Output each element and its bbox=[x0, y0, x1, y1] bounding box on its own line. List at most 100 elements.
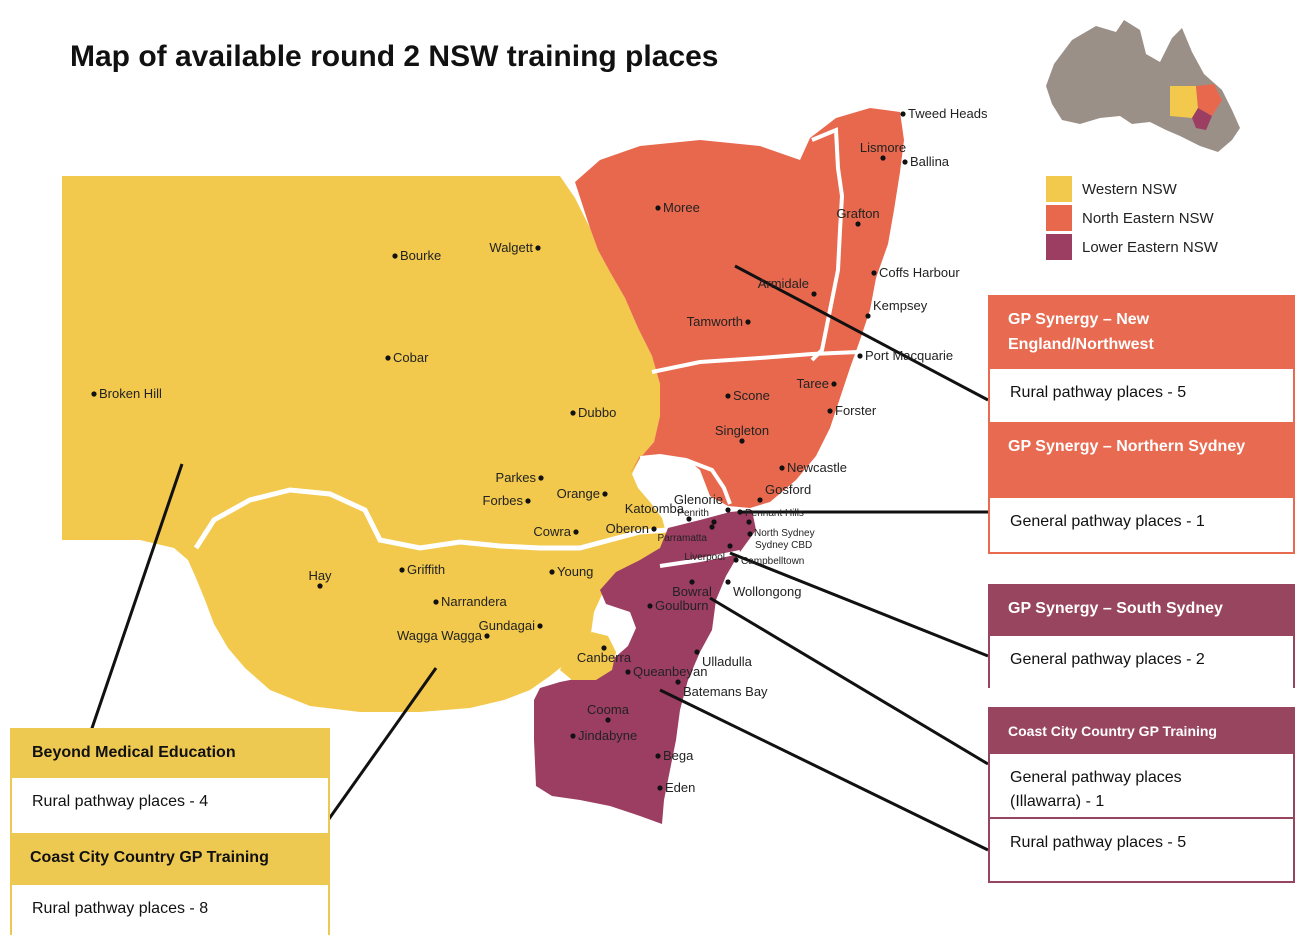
legend-label-western: Western NSW bbox=[1082, 181, 1177, 198]
place-label-cooma: Cooma bbox=[587, 702, 630, 717]
boundary-ne-sydney bbox=[639, 456, 732, 505]
box-bme: Beyond Medical Education Rural pathway p… bbox=[10, 728, 330, 833]
legend-swatch-western bbox=[1046, 176, 1072, 202]
place-dot-pennant-hills bbox=[737, 509, 743, 515]
box-cccgp-west-title: Coast City Country GP Training bbox=[10, 833, 330, 885]
page-title: Map of available round 2 NSW training pl… bbox=[70, 40, 719, 73]
place-label-gosford: Gosford bbox=[765, 482, 811, 497]
place-label-moree: Moree bbox=[663, 200, 700, 215]
place-dot-north-sydney bbox=[746, 519, 752, 525]
place-dot-jindabyne bbox=[570, 733, 576, 739]
place-label-coffs-harbour: Coffs Harbour bbox=[879, 265, 960, 280]
place-label-dubbo: Dubbo bbox=[578, 405, 616, 420]
place-dot-cowra bbox=[573, 529, 579, 535]
place-dot-goulburn bbox=[647, 603, 653, 609]
place-dot-coffs-harbour bbox=[871, 270, 877, 276]
legend-label-lower-eastern: Lower Eastern NSW bbox=[1082, 239, 1218, 256]
place-dot-sydney-cbd bbox=[747, 531, 753, 537]
place-dot-gosford bbox=[757, 497, 763, 503]
place-label-port-macquarie: Port Macquarie bbox=[865, 348, 953, 363]
australia-inset bbox=[1046, 20, 1240, 152]
place-label-forbes: Forbes bbox=[483, 493, 524, 508]
place-label-jindabyne: Jindabyne bbox=[578, 728, 637, 743]
place-dot-bowral bbox=[689, 579, 695, 585]
box-bme-title: Beyond Medical Education bbox=[10, 728, 330, 778]
act-area bbox=[560, 632, 616, 680]
region-lower-eastern-nsw bbox=[534, 510, 756, 824]
place-label-eden: Eden bbox=[665, 780, 695, 795]
place-label-ulladulla: Ulladulla bbox=[702, 654, 753, 669]
place-label-campbelltown: Campbelltown bbox=[741, 556, 804, 567]
place-dot-queanbeyan bbox=[625, 669, 631, 675]
place-dot-taree bbox=[831, 381, 837, 387]
box-gps-new-england-title: GP Synergy – New England/Northwest bbox=[988, 295, 1295, 369]
place-label-bega: Bega bbox=[663, 748, 694, 763]
place-dot-port-macquarie bbox=[857, 353, 863, 359]
australia-silhouette bbox=[1046, 20, 1240, 152]
box-gps-northern-sydney-title: GP Synergy – Northern Sydney bbox=[988, 422, 1295, 498]
box-gps-south-sydney-body: General pathway places - 2 bbox=[988, 636, 1295, 688]
place-dot-forster bbox=[827, 408, 833, 414]
place-label-kempsey: Kempsey bbox=[873, 298, 928, 313]
box-cccgp-east-title: Coast City Country GP Training bbox=[988, 707, 1295, 754]
place-dot-bega bbox=[655, 753, 661, 759]
place-dot-narrandera bbox=[433, 599, 439, 605]
place-label-katoomba: Katoomba bbox=[625, 501, 685, 516]
place-label-wollongong: Wollongong bbox=[733, 584, 801, 599]
place-dot-bourke bbox=[392, 253, 398, 259]
place-label-singleton: Singleton bbox=[715, 423, 769, 438]
place-label-bowral: Bowral bbox=[672, 584, 712, 599]
boundary-ne-hunter bbox=[651, 350, 859, 374]
place-dot-kempsey bbox=[865, 313, 871, 319]
box-gps-south-sydney-title: GP Synergy – South Sydney bbox=[988, 584, 1295, 636]
region-western-nsw bbox=[62, 176, 668, 712]
place-dot-tweed-heads bbox=[900, 111, 906, 117]
box-cccgp-west: Coast City Country GP Training Rural pat… bbox=[10, 833, 330, 935]
place-label-narrandera: Narrandera bbox=[441, 594, 508, 609]
place-label-forster: Forster bbox=[835, 403, 877, 418]
place-dot-parkes bbox=[538, 475, 544, 481]
box-cccgp-east-body-1: General pathway places (Illawarra) - 1 bbox=[988, 754, 1295, 819]
place-dot-penrith bbox=[711, 519, 717, 525]
place-label-oberon: Oberon bbox=[606, 521, 649, 536]
leader-line-cccgp-illawarra bbox=[709, 596, 989, 766]
leader-line-gps-ne bbox=[734, 264, 989, 402]
legend-swatch-lower-eastern bbox=[1046, 234, 1072, 260]
box-gps-new-england-body: Rural pathway places - 5 bbox=[988, 369, 1295, 422]
place-label-griffith: Griffith bbox=[407, 562, 445, 577]
place-dot-parramatta bbox=[709, 524, 715, 530]
leader-lines bbox=[88, 264, 989, 852]
boundary-lower-sydney bbox=[659, 550, 741, 568]
place-dot-campbelltown bbox=[733, 557, 739, 563]
box-gps-northern-sydney: GP Synergy – Northern Sydney General pat… bbox=[988, 422, 1295, 554]
place-label-canberra: Canberra bbox=[577, 650, 632, 665]
place-label-tweed-heads: Tweed Heads bbox=[908, 106, 988, 121]
place-dot-moree bbox=[655, 205, 661, 211]
place-dot-singleton bbox=[739, 438, 745, 444]
place-label-armidale: Armidale bbox=[758, 276, 809, 291]
place-label-parkes: Parkes bbox=[496, 470, 537, 485]
leader-line-gps-ss bbox=[729, 551, 989, 658]
box-bme-body: Rural pathway places - 4 bbox=[10, 778, 330, 833]
place-dot-wollongong bbox=[725, 579, 731, 585]
boundary-ne-coast bbox=[810, 127, 845, 362]
leader-line-cccgp-rural bbox=[659, 688, 989, 852]
place-label-walgett: Walgett bbox=[489, 240, 533, 255]
place-dot-walgett bbox=[535, 245, 541, 251]
place-dot-young bbox=[549, 569, 555, 575]
place-dot-glenorie bbox=[725, 507, 731, 513]
place-label-glenorie: Glenorie bbox=[674, 492, 723, 507]
box-cccgp-east-body-2: Rural pathway places - 5 bbox=[988, 819, 1295, 883]
place-dot-ulladulla bbox=[694, 649, 700, 655]
box-cccgp-east: Coast City Country GP Training General p… bbox=[988, 707, 1295, 883]
place-dot-katoomba bbox=[686, 516, 692, 522]
box-gps-south-sydney: GP Synergy – South Sydney General pathwa… bbox=[988, 584, 1295, 688]
place-dot-dubbo bbox=[570, 410, 576, 416]
place-label-goulburn: Goulburn bbox=[655, 598, 708, 613]
leader-line-cccgp-west bbox=[312, 667, 438, 841]
place-label-wagga-wagga: Wagga Wagga bbox=[397, 628, 483, 643]
place-label-penrith: Penrith bbox=[677, 508, 709, 519]
legend-swatch-north-eastern bbox=[1046, 205, 1072, 231]
